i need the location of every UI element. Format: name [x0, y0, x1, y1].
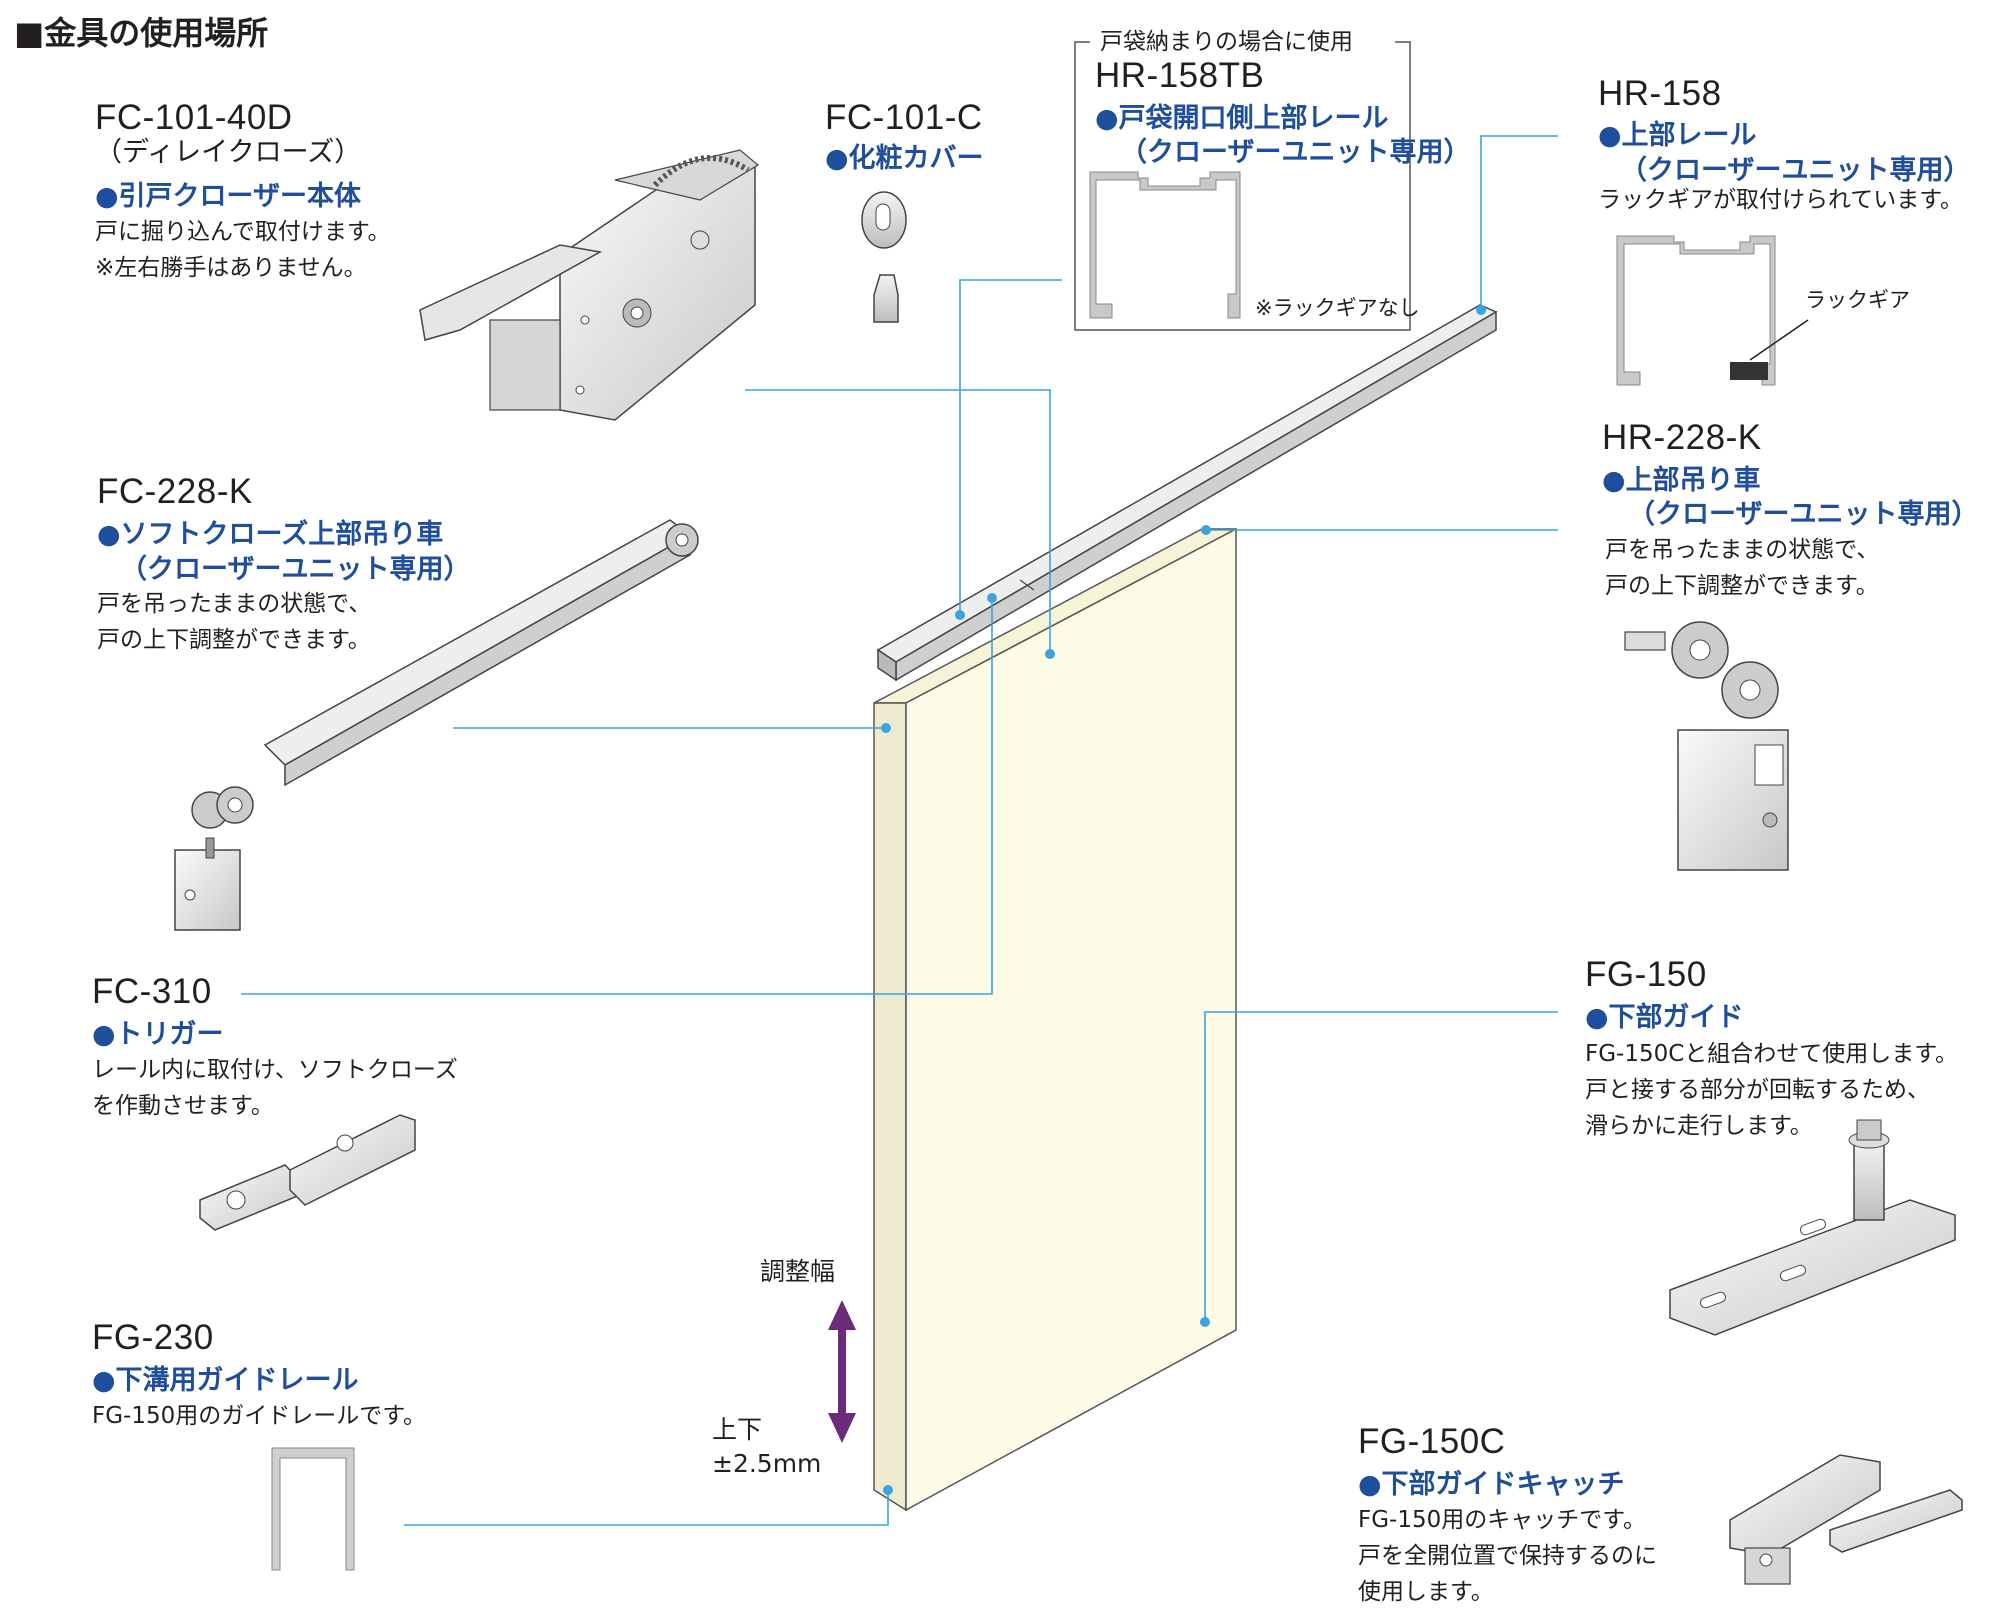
- fc228k-desc-2: 戸の上下調整ができます。: [97, 627, 371, 653]
- leader-dots: [881, 305, 1486, 1495]
- hr228k-desc-1: 戸を吊ったままの状態で、: [1605, 537, 1880, 563]
- fc228k-desc-1: 戸を吊ったままの状態で、: [97, 591, 372, 617]
- hr158tb-name-2: （クローザーユニット専用）: [1120, 137, 1471, 168]
- hr158-name-1: ●上部レール: [1598, 120, 1757, 151]
- door-panel: [873, 527, 1237, 1512]
- soft-close-hanger-drawing: [174, 519, 699, 931]
- fg150-name: ●下部ガイド: [1585, 1002, 1744, 1033]
- hr158-name-2: （クローザーユニット専用）: [1620, 155, 1971, 186]
- adjust-range: ±2.5mm: [712, 1449, 822, 1478]
- cover-drawing: [861, 191, 907, 323]
- leader-lines: [241, 135, 1558, 1526]
- fg230-desc: FG-150用のガイドレールです。: [92, 1403, 426, 1429]
- upper-hanger-drawing: [1624, 621, 1789, 871]
- hr158tb-code: HR-158TB: [1095, 56, 1265, 95]
- fc228k-code: FC-228-K: [97, 472, 253, 511]
- guide-catch-drawing: [1729, 1454, 1963, 1585]
- trigger-drawing: [199, 1114, 416, 1231]
- page-title: ■金具の使用場所: [14, 14, 269, 52]
- hr158-code: HR-158: [1598, 74, 1722, 113]
- adjust-arrow: [828, 1300, 856, 1443]
- hr158tb-frame: [1074, 41, 1411, 331]
- hr158-desc: ラックギアが取付けられています。: [1598, 187, 1964, 213]
- fc101c-name: ●化粧カバー: [825, 143, 984, 174]
- hr158tb-name-1: ●戸袋開口側上部レール: [1095, 103, 1389, 134]
- fc228k-name-1: ●ソフトクローズ上部吊り車: [97, 519, 444, 550]
- hr158tb-frame-label: 戸袋納まりの場合に使用: [1100, 29, 1353, 55]
- closer-body-drawing: [419, 149, 760, 421]
- fg150-desc-2: 戸と接する部分が回転するため、: [1585, 1077, 1930, 1103]
- fc310-name: ●トリガー: [92, 1019, 224, 1050]
- hr228k-desc-2: 戸の上下調整ができます。: [1605, 573, 1879, 599]
- hr158tb-note: ※ラックギアなし: [1255, 296, 1420, 320]
- fg150c-desc-1: FG-150用のキャッチです。: [1358, 1507, 1646, 1533]
- fg150-code: FG-150: [1585, 955, 1707, 994]
- fc310-code: FC-310: [92, 972, 212, 1011]
- fc310-desc-2: を作動させます。: [92, 1093, 274, 1119]
- fc101-40d-desc-1: 戸に掘り込んで取付けます。: [95, 219, 391, 245]
- fg150-desc-3: 滑らかに走行します。: [1585, 1113, 1813, 1139]
- hr158tb-rail-profile: [1089, 171, 1241, 319]
- hr228k-name-2: （クローザーユニット専用）: [1628, 499, 1979, 530]
- hr228k-name-1: ●上部吊り車: [1602, 465, 1761, 496]
- fg150c-code: FG-150C: [1358, 1422, 1506, 1461]
- fc101-40d-sub: （ディレイクローズ）: [95, 137, 362, 168]
- adjust-dir: 上下: [712, 1415, 763, 1444]
- hr228k-code: HR-228-K: [1602, 418, 1762, 457]
- fg150c-name: ●下部ガイドキャッチ: [1358, 1469, 1625, 1500]
- fc228k-name-2: （クローザーユニット専用）: [120, 554, 471, 585]
- fg150-desc-1: FG-150Cと組合わせて使用します。: [1585, 1041, 1959, 1067]
- adjust-label: 調整幅: [760, 1257, 836, 1286]
- fg230-name: ●下溝用ガイドレール: [92, 1365, 359, 1396]
- fg150c-desc-3: 使用します。: [1358, 1579, 1494, 1605]
- fc310-desc-1: レール内に取付け、ソフトクローズ: [92, 1057, 458, 1083]
- fc101-40d-code: FC-101-40D: [95, 98, 293, 137]
- fc101-40d-desc-2: ※左右勝手はありません。: [95, 255, 367, 281]
- lower-guide-drawing: [1669, 1119, 1956, 1336]
- upper-rail-drawing: [876, 304, 1498, 682]
- fc101c-code: FC-101-C: [825, 98, 983, 137]
- fc101-40d-name: ●引戸クローザー本体: [95, 181, 362, 212]
- fg150c-desc-2: 戸を全開位置で保持するのに: [1358, 1543, 1657, 1569]
- hr158-rail-profile: [1616, 235, 1809, 386]
- fg230-code: FG-230: [92, 1318, 214, 1357]
- hr158-rack-label: ラックギア: [1805, 288, 1910, 312]
- guide-rail-profile: [271, 1447, 355, 1571]
